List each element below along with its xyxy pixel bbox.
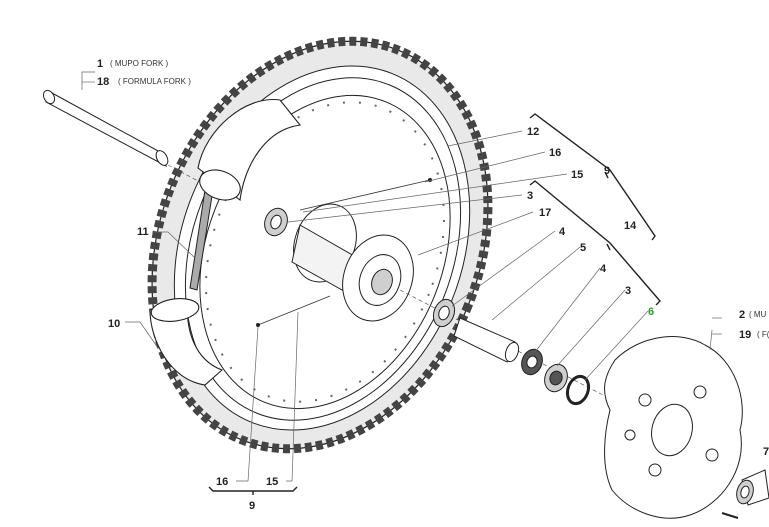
brackets (208, 113, 661, 495)
callout-14: 14 (624, 220, 637, 232)
callouts: 1 ( MUPO FORK ) 18 ( FORMULA FORK ) 11 1… (97, 58, 769, 512)
callout-1-number: 1 (97, 58, 103, 70)
inner-tube (149, 99, 302, 386)
callout-4-upper: 4 (559, 226, 566, 238)
axle-parts (399, 289, 691, 441)
brake-disc (604, 329, 743, 519)
spacer-7 (721, 469, 769, 519)
callout-1-description: ( MUPO FORK ) (110, 59, 169, 68)
callout-9-bottom: 9 (249, 500, 255, 512)
hub (264, 203, 414, 322)
callout-4-lower: 4 (600, 263, 607, 275)
leader-lines (81, 71, 722, 482)
callout-16-top: 16 (549, 147, 561, 159)
callout-17: 17 (539, 207, 551, 219)
callout-15-bottom: 15 (266, 476, 278, 488)
callout-3-lower: 3 (625, 285, 631, 297)
callout-2-description: ( MU (749, 310, 767, 319)
callout-5: 5 (580, 242, 586, 254)
callout-12: 12 (527, 126, 539, 138)
callout-3-top: 3 (527, 190, 533, 202)
wheel-axle (42, 89, 201, 183)
callout-16-bottom: 16 (216, 476, 228, 488)
callout-9-right: 9 (604, 165, 610, 177)
callout-10: 10 (108, 318, 120, 330)
callout-6: 6 (648, 306, 654, 318)
callout-2-number: 2 (739, 309, 745, 321)
spokes (256, 178, 432, 327)
callout-19-description: ( F( (757, 330, 769, 339)
callout-7: 7 (763, 446, 769, 458)
callout-11: 11 (137, 226, 149, 238)
callout-18-number: 18 (97, 76, 109, 88)
callout-15-top: 15 (571, 169, 583, 181)
callout-19-number: 19 (739, 329, 751, 341)
callout-18-description: ( FORMULA FORK ) (118, 77, 191, 86)
